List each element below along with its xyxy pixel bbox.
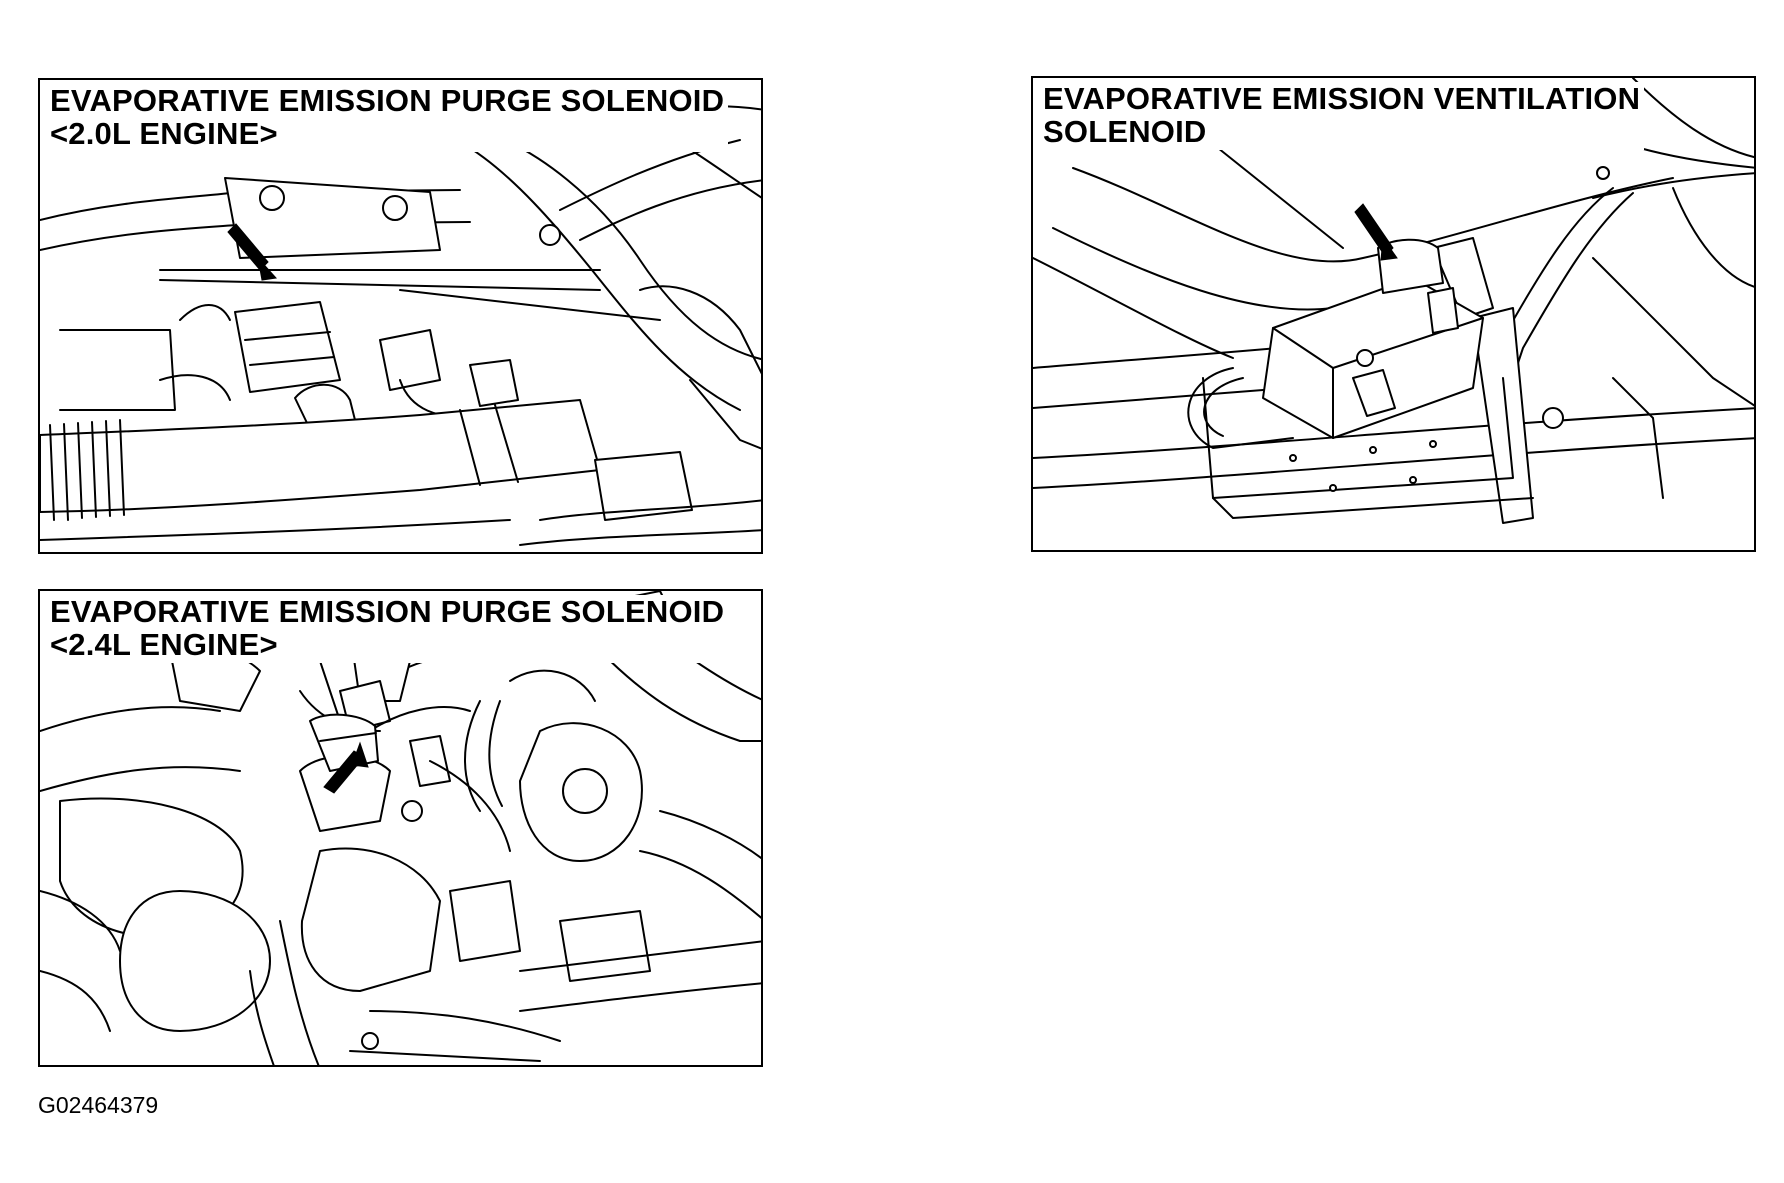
title-line-2: <2.0L ENGINE> (50, 116, 278, 151)
title-line-1: EVAPORATIVE EMISSION VENTILATION (1043, 81, 1641, 116)
panel-ventilation-solenoid: EVAPORATIVE EMISSION VENTILATION SOLENOI… (1031, 76, 1756, 552)
title-line-1: EVAPORATIVE EMISSION PURGE SOLENOID (50, 83, 725, 118)
title-line-1: EVAPORATIVE EMISSION PURGE SOLENOID (50, 594, 725, 629)
panel-purge-solenoid-2-4l: EVAPORATIVE EMISSION PURGE SOLENOID <2.4… (38, 589, 763, 1067)
panel-title: EVAPORATIVE EMISSION PURGE SOLENOID <2.4… (48, 594, 729, 663)
chassis-illustration-ventilation (1033, 78, 1754, 524)
figure-id: G02464379 (38, 1092, 159, 1118)
panel-title: EVAPORATIVE EMISSION PURGE SOLENOID <2.0… (48, 83, 729, 152)
panel-purge-solenoid-2-0l: EVAPORATIVE EMISSION PURGE SOLENOID <2.0… (38, 78, 763, 554)
title-line-2: <2.4L ENGINE> (50, 627, 278, 662)
panel-title: EVAPORATIVE EMISSION VENTILATION SOLENOI… (1041, 81, 1645, 150)
engine-illustration-2-0l (40, 105, 761, 546)
title-line-2: SOLENOID (1043, 114, 1207, 149)
engine-illustration-2-4l (40, 591, 761, 1065)
